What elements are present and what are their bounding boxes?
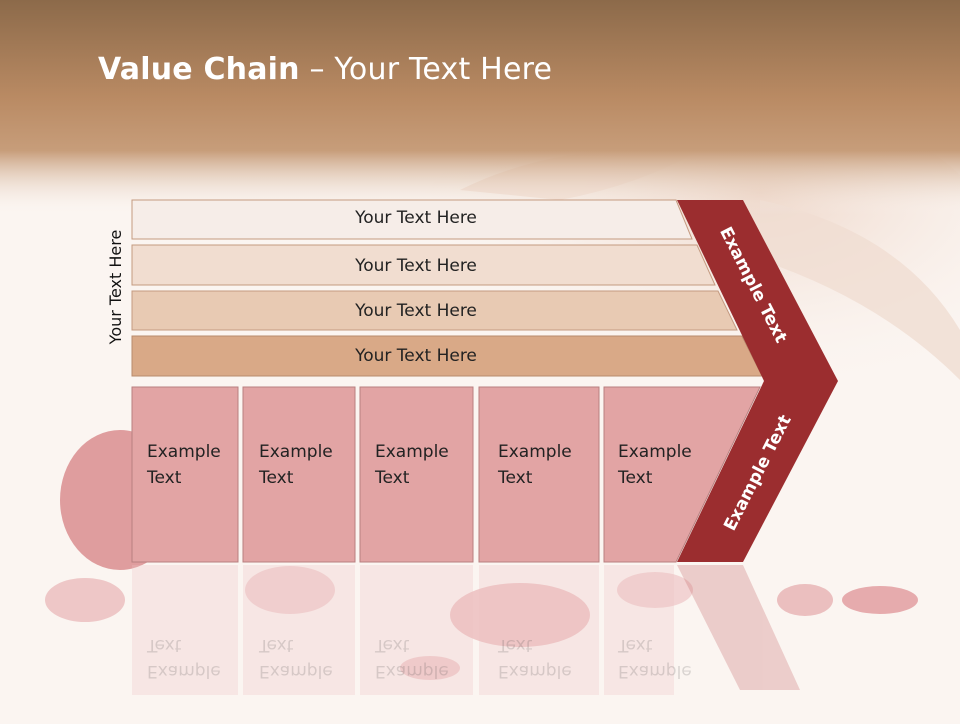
box-shape-1 [131,386,239,563]
box-label-reflection-3: Example Text [375,635,449,681]
box-label-1: Example Text [147,442,221,488]
row-label-4: Your Text Here [355,346,477,366]
box-label-reflection-5: Example Text [618,635,692,681]
row-shape-1 [131,199,693,240]
box-label-reflection-2: Example Text [259,635,333,681]
row-label-3: Your Text Here [355,301,477,321]
box-shape-4 [478,386,600,563]
chevron-upper [677,200,838,381]
title-bold: Value Chain [98,52,300,87]
reflection [132,565,800,695]
chevron-lower [677,381,838,562]
box-shape-3 [359,386,474,563]
box-label-reflection-4: Example Text [498,635,572,681]
box-shape-5 [603,386,761,563]
title-rest: – Your Text Here [299,52,553,87]
row-label-1: Your Text Here [355,208,477,228]
row-shape-2 [131,244,716,286]
page-title: Value Chain – Your Text Here [98,52,552,87]
row-shape-3 [131,290,738,331]
box-label-reflection-1: Example Text [147,635,221,681]
box-label-4: Example Text [498,442,572,488]
row-label-2: Your Text Here [355,256,477,276]
box-label-3: Example Text [375,442,449,488]
box-label-5: Example Text [618,442,692,488]
box-label-2: Example Text [259,442,333,488]
box-shape-2 [242,386,356,563]
